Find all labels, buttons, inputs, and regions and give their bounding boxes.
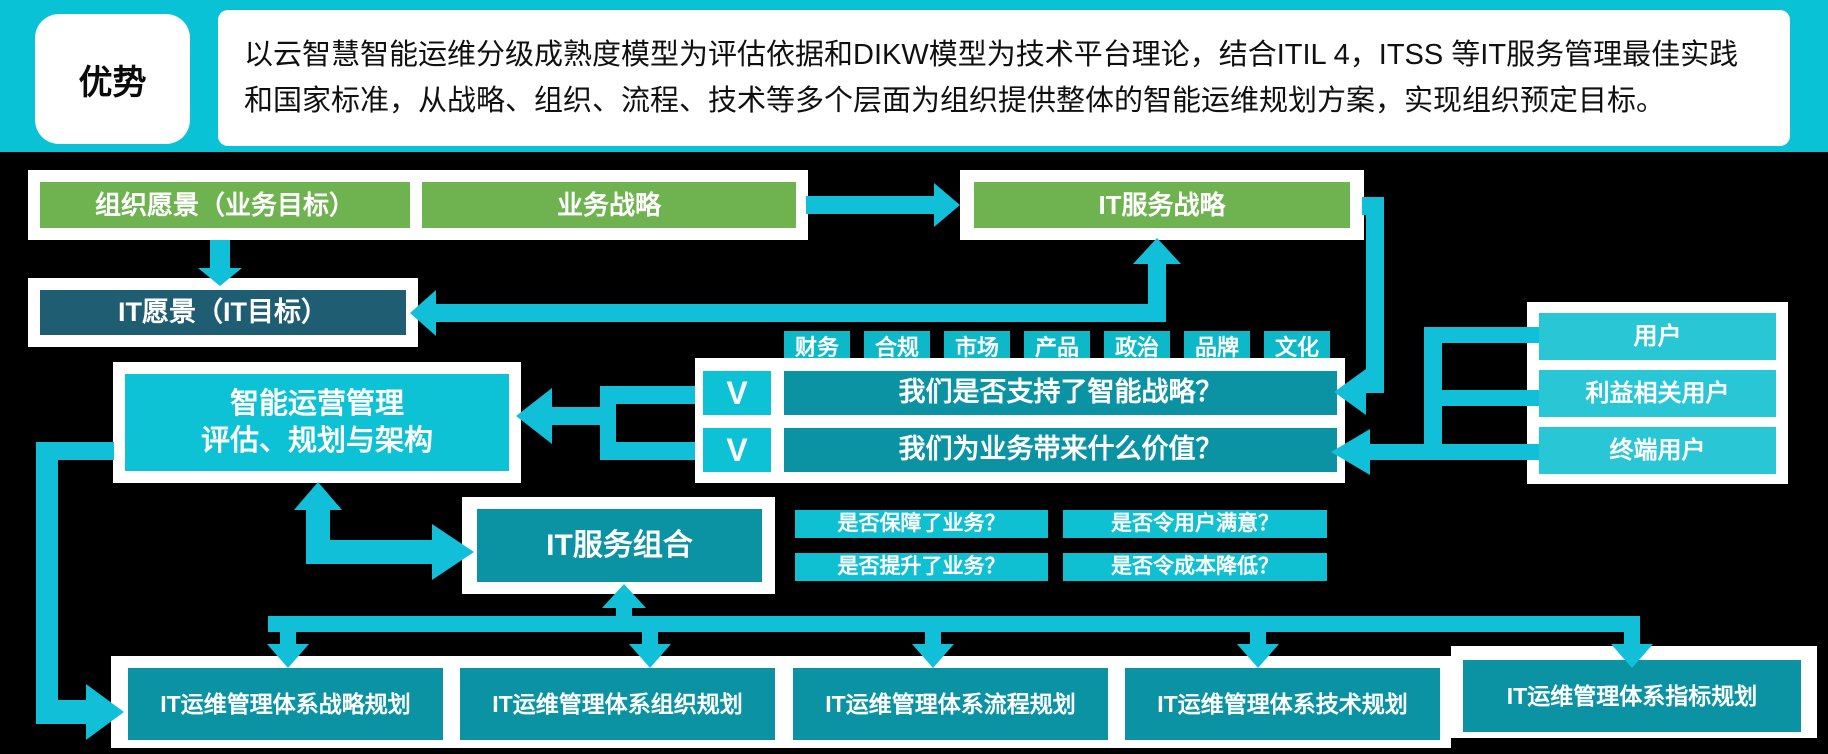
user-box: 利益相关用户	[1539, 370, 1776, 417]
connector-questions-to-smartops	[612, 386, 695, 404]
arrow-org-to-itvision	[210, 240, 230, 268]
arrow-to-plan-3	[925, 630, 941, 644]
arrow-to-plan-2	[642, 630, 658, 644]
arrow-biz-to-itstrategy	[806, 196, 934, 214]
arrow-to-plan-2-head	[629, 644, 671, 668]
arrow-org-to-itvision-head	[198, 268, 242, 286]
arrow-line-to-portfolio-head	[602, 584, 646, 608]
arrow-smartops-to-plan1	[56, 700, 86, 724]
arrow-smartops-to-plan1	[36, 442, 58, 724]
connector-smartops-portfolio-up-head	[294, 482, 342, 510]
smart-ops-box: 智能运营管理 评估、规划与架构	[125, 374, 509, 471]
arrow-to-plan-3-head	[912, 644, 954, 668]
user-box: 用户	[1539, 313, 1776, 360]
question-box-2: 我们为业务带来什么价值？	[784, 428, 1337, 472]
arrow-to-plan-5	[1624, 630, 1640, 644]
arrow-to-plan-4-head	[1237, 644, 1279, 668]
biz-strategy-box: 业务战略	[422, 182, 796, 228]
arrow-to-plan-1-head	[267, 644, 309, 668]
arrow-smartops-to-plan1-head	[86, 684, 124, 740]
arrow-to-plan-5-head	[1611, 644, 1653, 668]
it-service-strategy-box: IT服务战略	[974, 182, 1350, 228]
check-box: 是否保障了业务？	[795, 510, 1048, 538]
user-box: 终端用户	[1539, 427, 1776, 474]
connector-itstrategy-itvision	[1148, 262, 1166, 322]
plan-box: IT运维管理体系指标规划	[1463, 660, 1801, 732]
it-vision-box: IT愿景（IT目标）	[40, 290, 406, 335]
service-portfolio-box: IT服务组合	[477, 509, 762, 582]
arrow-biz-to-itstrategy-head	[934, 183, 960, 227]
connector-users-to-question2	[1436, 390, 1539, 406]
connector-users-to-question2	[1424, 327, 1442, 460]
arrow-itstrategy-to-question1-head	[1334, 369, 1366, 415]
advantage-description: 以云智慧智能运维分级成熟度模型为评估依据和DIKW模型为技术平台理论，结合ITI…	[218, 10, 1790, 146]
connector-questions-to-smartops-head	[516, 388, 552, 444]
connector-questions-to-smartops	[600, 386, 616, 460]
org-vision-box: 组织愿景（业务目标）	[40, 182, 410, 228]
check-marker: V	[703, 428, 771, 472]
distribution-line	[268, 616, 1640, 632]
plan-box: IT运维管理体系战略规划	[128, 668, 443, 740]
smart-ops-line2: 评估、规划与架构	[200, 424, 433, 457]
question-box-1: 我们是否支持了智能战略？	[784, 371, 1337, 415]
plan-box: IT运维管理体系流程规划	[793, 668, 1108, 740]
connector-questions-to-smartops	[552, 407, 604, 425]
connector-itstrategy-itvision-up-head	[1133, 238, 1181, 264]
connector-itstrategy-itvision	[434, 304, 1160, 322]
arrow-itstrategy-to-question1	[1366, 197, 1384, 393]
check-marker: V	[703, 371, 771, 415]
plan-box: IT运维管理体系技术规划	[1125, 668, 1440, 740]
connector-itstrategy-itvision-left-head	[410, 290, 436, 336]
arrow-to-plan-4	[1250, 630, 1266, 644]
check-box: 是否提升了业务？	[795, 553, 1048, 581]
connector-smartops-portfolio	[306, 540, 432, 564]
connector-questions-to-smartops	[612, 442, 695, 460]
advantage-banner: 优势 以云智慧智能运维分级成熟度模型为评估依据和DIKW模型为技术平台理论，结合…	[0, 0, 1828, 152]
arrow-to-plan-1	[280, 630, 296, 644]
check-box: 是否令成本降低？	[1063, 553, 1327, 581]
connector-users-to-question2	[1436, 327, 1539, 343]
connector-users-to-question2-head	[1331, 429, 1370, 475]
plan-box: IT运维管理体系组织规划	[460, 668, 775, 740]
advantage-tag: 优势	[35, 14, 190, 144]
connector-smartops-portfolio-right-head	[432, 524, 474, 580]
connector-users-to-question2	[1370, 444, 1539, 460]
smart-ops-line1: 智能运营管理	[229, 388, 404, 421]
check-box: 是否令用户满意？	[1063, 510, 1327, 538]
